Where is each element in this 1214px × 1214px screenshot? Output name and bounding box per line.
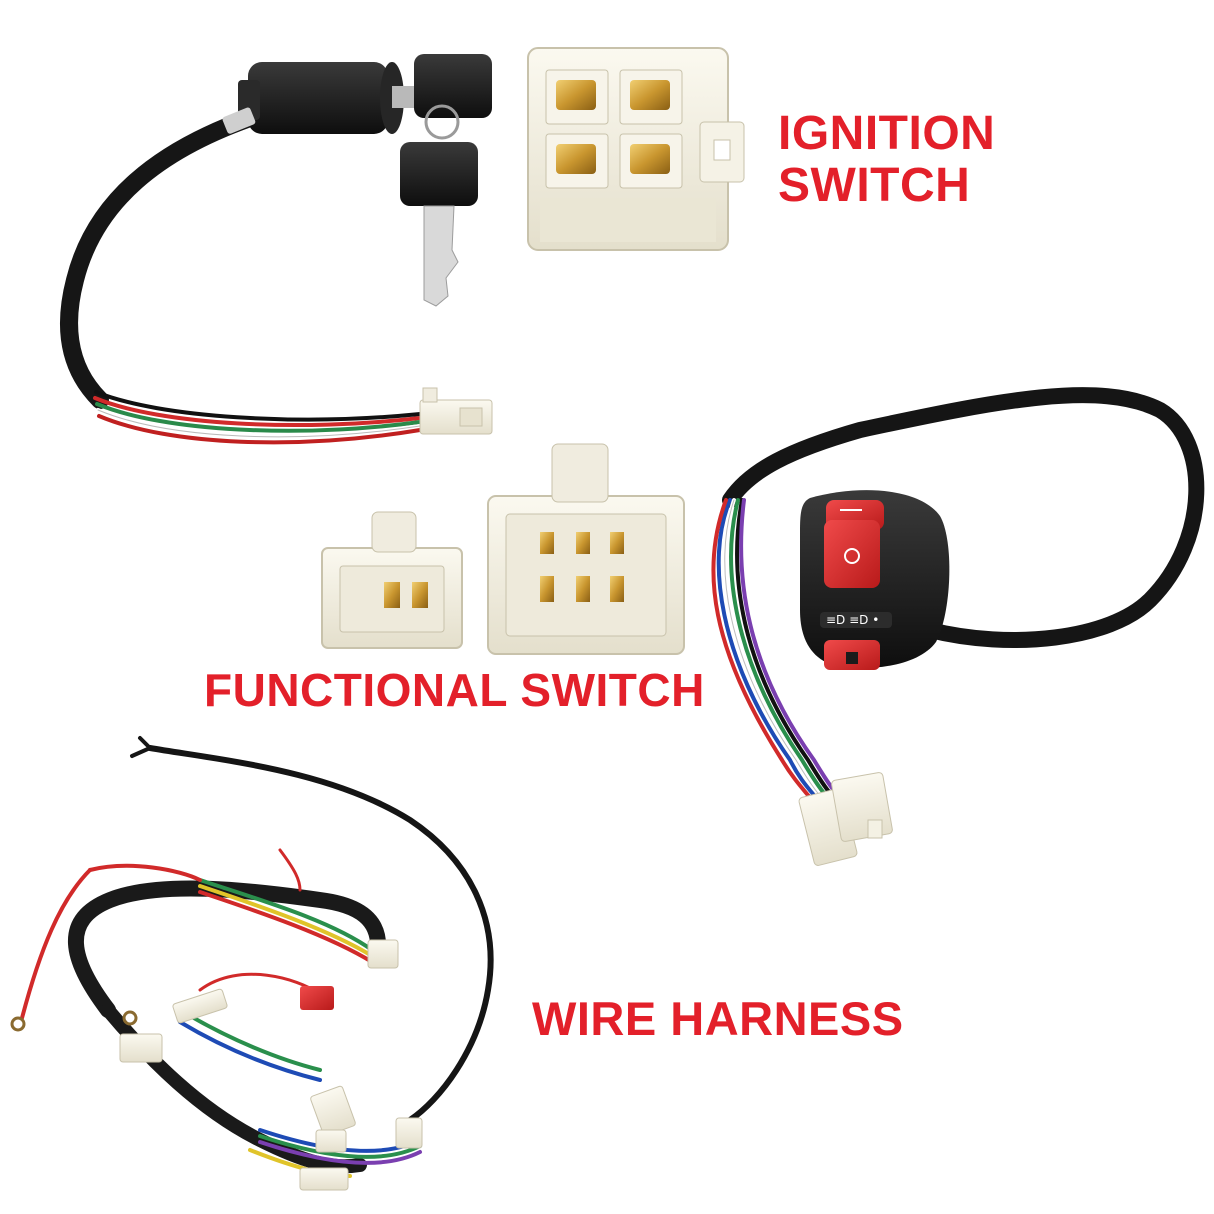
functional-wires [711, 498, 844, 802]
harness-connectors [119, 939, 423, 1191]
ignition-label-line2: SWITCH [778, 158, 971, 212]
ring-terminal [122, 1010, 138, 1026]
functional-plug-b [831, 772, 893, 842]
ignition-label-line1: IGNITION [778, 107, 996, 160]
functional-switch: ≡D ≡D • [711, 387, 1205, 866]
key-icon [400, 54, 492, 307]
functional-connector-small [321, 511, 463, 649]
ring-terminal [10, 1016, 26, 1032]
handlebar-switch-housing: ≡D ≡D • [800, 490, 950, 670]
wire-harness [10, 736, 494, 1178]
headlight-icon: ≡D ≡D • [826, 613, 879, 627]
wire-harness-label: WIRE HARNESS [532, 992, 904, 1045]
ignition-wires [93, 390, 422, 445]
ignition-lock-body [248, 62, 388, 134]
ignition-switch [60, 47, 745, 445]
harness-trunk [67, 880, 387, 1018]
power-icon [844, 548, 860, 564]
functional-connector-large [487, 443, 685, 655]
ignition-switch-label: IGNITION SWITCH [778, 108, 995, 212]
ignition-cable [60, 109, 259, 409]
functional-switch-label: FUNCTIONAL SWITCH [204, 664, 705, 716]
ignition-connector [527, 47, 745, 251]
handlebar-cable [722, 387, 1205, 648]
